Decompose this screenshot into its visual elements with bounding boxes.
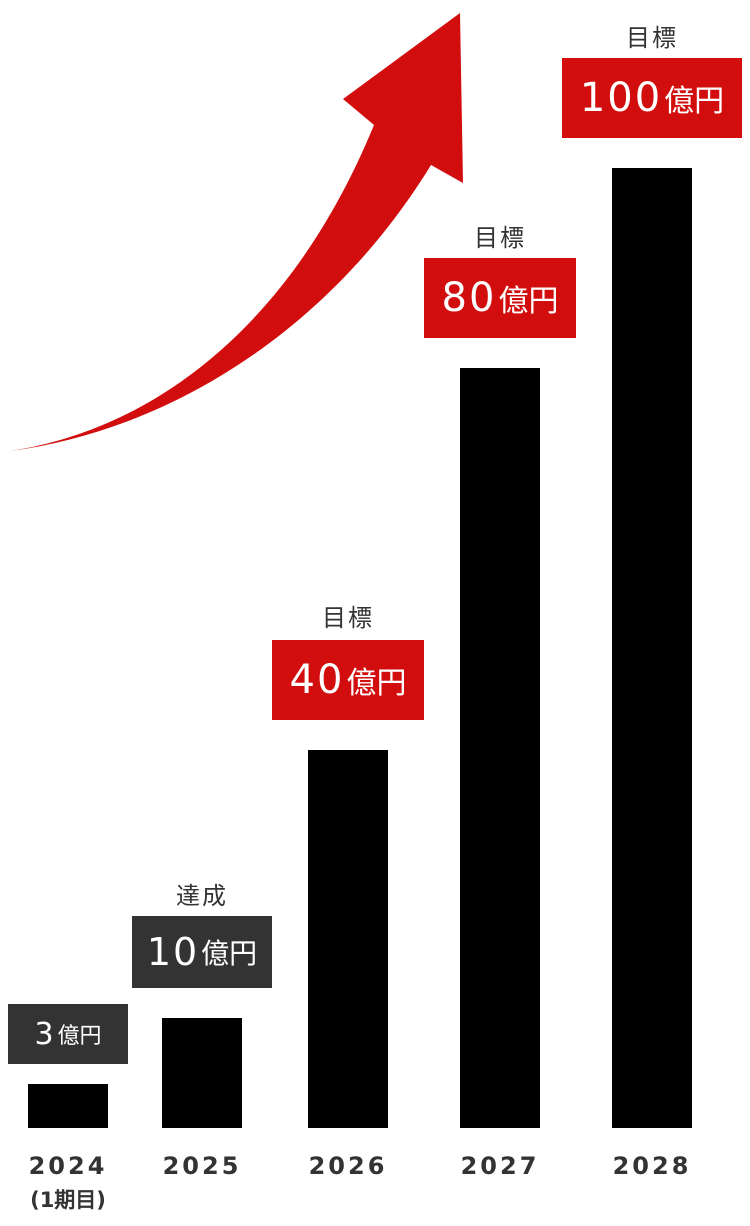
status-label-2027: 目標 <box>474 224 526 252</box>
status-label-2026: 目標 <box>322 604 374 632</box>
year-label-2027: 2027 <box>460 1152 540 1180</box>
bar-2027 <box>460 368 540 1128</box>
status-label-2025: 達成 <box>176 882 228 910</box>
year-label-2028: 2028 <box>612 1152 692 1180</box>
year-label-2024: 2024 <box>28 1152 108 1180</box>
bar-2028 <box>612 168 692 1128</box>
growth-arrow-icon <box>10 13 463 451</box>
bar-2026 <box>308 750 388 1128</box>
year-label-2026: 2026 <box>308 1152 388 1180</box>
year-label-2025: 2025 <box>162 1152 242 1180</box>
period-label-2024: (1期目) <box>30 1188 106 1212</box>
bar-2024 <box>28 1084 108 1128</box>
bar-2025 <box>162 1018 242 1128</box>
status-label-2028: 目標 <box>626 24 678 52</box>
